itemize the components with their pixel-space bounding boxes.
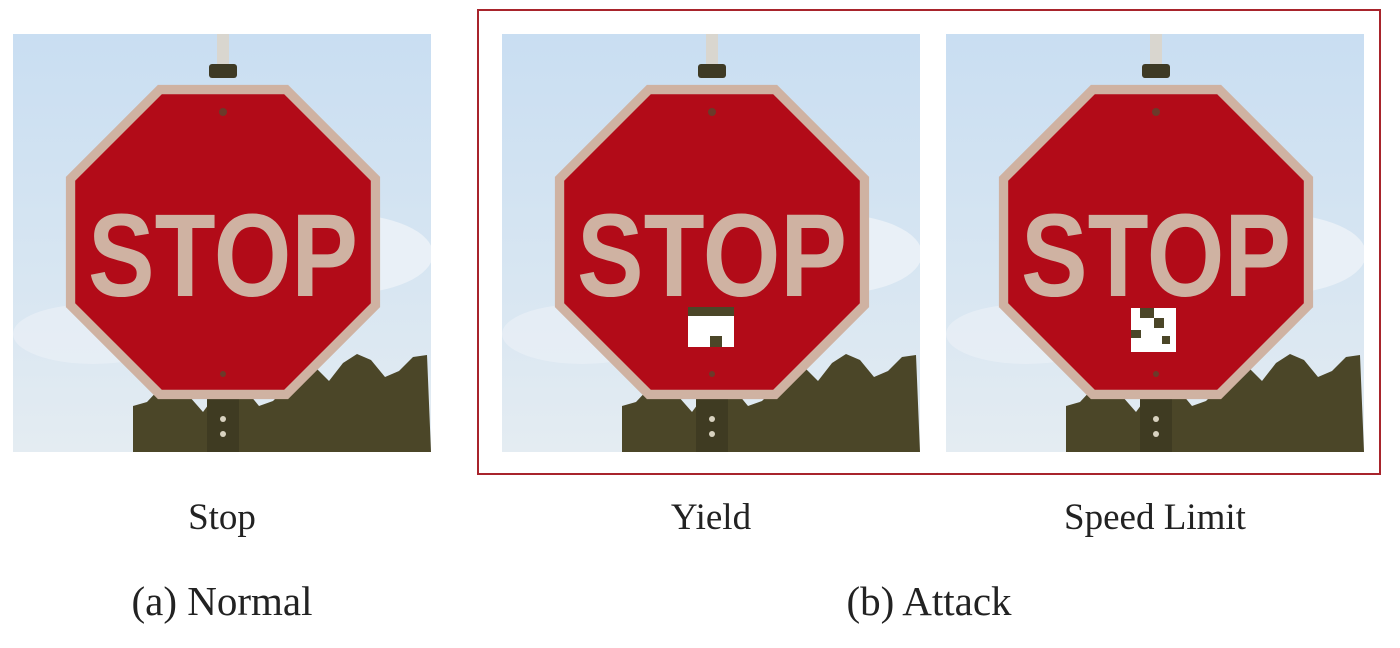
adversarial-patch	[688, 307, 734, 347]
adversarial-patch	[1131, 308, 1176, 352]
normal-stop-sign-image: STOP	[13, 34, 431, 452]
prediction-label-yield: Yield	[670, 497, 752, 538]
sign-text: STOP	[577, 190, 847, 322]
caption-attack: (b) Attack	[846, 578, 1012, 624]
prediction-label-speed-limit: Speed Limit	[1064, 497, 1246, 538]
caption-normal: (a) Normal	[131, 578, 313, 624]
sign-text: STOP	[1021, 190, 1291, 322]
attack-speed-limit-stop-sign-image: STOP	[946, 34, 1364, 452]
attack-yield-stop-sign-image: STOP	[502, 34, 920, 452]
attack-group-frame	[477, 9, 1381, 475]
sign-text: STOP	[88, 190, 358, 322]
prediction-label-normal: Stop	[188, 497, 256, 538]
